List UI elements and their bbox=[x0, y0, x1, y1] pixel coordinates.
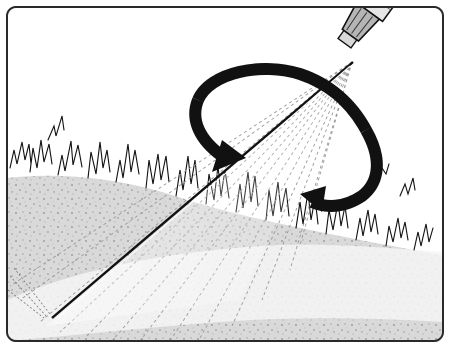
illustration-frame bbox=[0, 0, 449, 347]
illustration-canvas bbox=[0, 0, 449, 347]
